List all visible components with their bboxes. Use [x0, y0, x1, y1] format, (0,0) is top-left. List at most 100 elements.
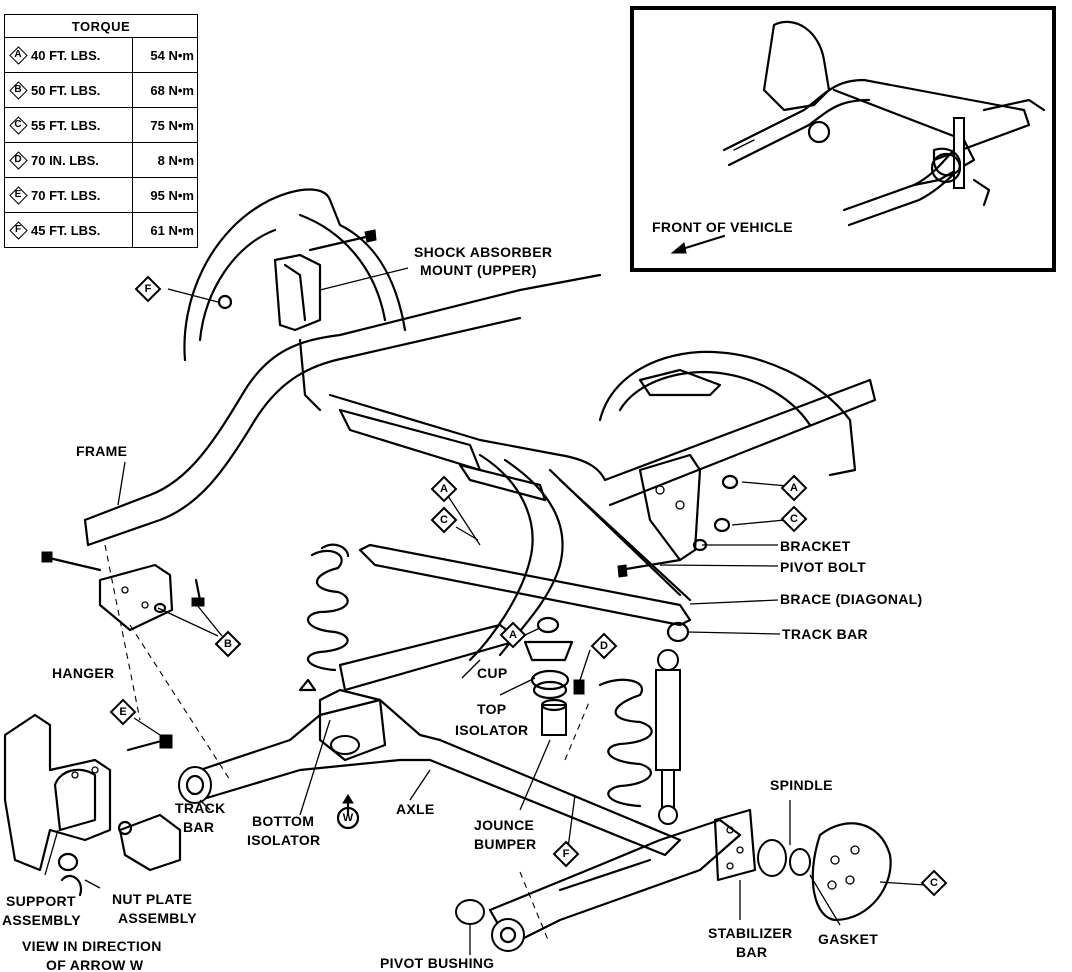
torque-row: D 70 IN. LBS. 8 N•m: [4, 142, 198, 178]
svg-text:A: A: [440, 483, 448, 495]
callout-e-hanger: E: [109, 698, 137, 726]
label-bottom-isolator-line2: ISOLATOR: [247, 832, 320, 848]
right-wheelhouse: [598, 350, 857, 477]
lower-control-arm: [455, 818, 742, 952]
frame-rails: [83, 273, 877, 692]
torque-row: C 55 FT. LBS. 75 N•m: [4, 107, 198, 143]
torque-value-metric: 95 N•m: [132, 177, 198, 213]
label-jounce-bumper-line2: BUMPER: [474, 836, 536, 852]
label-bottom-isolator-line1: BOTTOM: [252, 813, 314, 829]
svg-text:E: E: [119, 706, 126, 718]
label-pivot-bushing: PIVOT BUSHING: [380, 955, 494, 971]
label-bracket: BRACKET: [780, 538, 851, 554]
label-track-bar-right: TRACK BAR: [782, 626, 868, 642]
right-coil-spring: [598, 678, 653, 808]
arrow-w-indicator: W: [336, 794, 360, 830]
hanger-assembly: [41, 551, 205, 632]
label-track-bar-left-line1: TRACK: [175, 800, 226, 816]
svg-text:C: C: [930, 877, 938, 889]
torque-key-diamond: D: [10, 152, 26, 168]
callout-c-spindle: C: [920, 869, 948, 897]
label-support-assembly-line2: ASSEMBLY: [2, 912, 81, 928]
callout-c-brace-left: C: [430, 506, 458, 534]
torque-specification-table: TORQUE A 40 FT. LBS. 54 N•m B 50 FT. LBS…: [4, 14, 198, 248]
svg-text:C: C: [790, 513, 798, 525]
torque-key-diamond: C: [10, 117, 26, 133]
torque-value-imperial: 50 FT. LBS.: [29, 72, 133, 108]
label-shock-absorber-line2: MOUNT (UPPER): [420, 262, 537, 278]
svg-text:A: A: [509, 629, 517, 641]
label-support-assembly-line1: SUPPORT: [6, 893, 76, 909]
label-spindle: SPINDLE: [770, 777, 833, 793]
label-axle: AXLE: [396, 801, 435, 817]
label-track-bar-left-line2: BAR: [183, 819, 214, 835]
vehicle-orientation-inset: FRONT OF VEHICLE: [630, 6, 1056, 272]
left-wheelhouse: [183, 188, 407, 362]
torque-value-metric: 61 N•m: [132, 212, 198, 248]
callout-a-brace-left: A: [430, 475, 458, 503]
callout-b-hanger: B: [214, 630, 242, 658]
svg-text:F: F: [145, 283, 152, 295]
label-hanger: HANGER: [52, 665, 114, 681]
front-direction-arrow: [670, 234, 726, 254]
bracket-assembly: [617, 453, 739, 578]
label-stabilizer-bar-line2: BAR: [736, 944, 767, 960]
label-frame: FRAME: [76, 443, 127, 459]
label-view-direction-line1: VIEW IN DIRECTION: [22, 938, 162, 954]
torque-value-imperial: 70 FT. LBS.: [29, 177, 133, 213]
label-cup: CUP: [477, 665, 507, 681]
label-nut-plate-line2: ASSEMBLY: [118, 910, 197, 926]
callout-a-cup: A: [499, 621, 527, 649]
callout-a-bracket: A: [780, 474, 808, 502]
label-stabilizer-bar-line1: STABILIZER: [708, 925, 792, 941]
label-gasket: GASKET: [818, 931, 878, 947]
callout-c-bracket: C: [780, 505, 808, 533]
torque-key-diamond: F: [10, 222, 26, 238]
shock-absorber-mount-upper: [217, 229, 377, 332]
torque-value-imperial: 45 FT. LBS.: [29, 212, 133, 248]
torque-row: F 45 FT. LBS. 61 N•m: [4, 212, 198, 248]
svg-text:A: A: [790, 482, 798, 494]
inset-chassis: [722, 20, 1046, 227]
spindle-hub-assembly: [757, 822, 892, 922]
label-top-isolator-line2: ISOLATOR: [455, 722, 528, 738]
torque-value-metric: 54 N•m: [132, 37, 198, 73]
shock-absorber: [655, 621, 690, 825]
left-coil-spring: [307, 543, 350, 672]
callout-f-shock: F: [134, 275, 162, 303]
svg-text:C: C: [440, 514, 448, 526]
label-shock-absorber-line1: SHOCK ABSORBER: [414, 244, 552, 260]
label-top-isolator-line1: TOP: [477, 701, 506, 717]
label-jounce-bumper-line1: JOUNCE: [474, 817, 534, 833]
torque-row: B 50 FT. LBS. 68 N•m: [4, 72, 198, 108]
stabilizer-bar-bracket: [713, 808, 757, 882]
torque-value-metric: 68 N•m: [132, 72, 198, 108]
torque-key-diamond: E: [10, 187, 26, 203]
torque-value-imperial: 40 FT. LBS.: [29, 37, 133, 73]
svg-text:F: F: [563, 848, 570, 860]
torque-row: E 70 FT. LBS. 95 N•m: [4, 177, 198, 213]
torque-value-imperial: 70 IN. LBS.: [29, 142, 133, 178]
leader-lines: [44, 267, 926, 955]
torque-value-metric: 75 N•m: [132, 107, 198, 143]
svg-text:D: D: [600, 640, 608, 652]
torque-key-diamond: B: [10, 82, 26, 98]
svg-text:B: B: [224, 638, 232, 650]
torque-value-imperial: 55 FT. LBS.: [29, 107, 133, 143]
torque-value-metric: 8 N•m: [132, 142, 198, 178]
label-view-direction-line2: OF ARROW W: [46, 957, 144, 972]
inset-caption-front-of-vehicle: FRONT OF VEHICLE: [652, 219, 793, 235]
axle-assembly: [178, 678, 682, 857]
support-assembly-detail: [3, 713, 182, 897]
torque-row: A 40 FT. LBS. 54 N•m: [4, 37, 198, 73]
torque-key-diamond: A: [10, 47, 26, 63]
label-nut-plate-line1: NUT PLATE: [112, 891, 192, 907]
torque-table-header: TORQUE: [4, 14, 198, 38]
cup-isolator-bumper-stack: [523, 616, 585, 736]
callout-d-cup: D: [590, 632, 618, 660]
label-brace-diagonal: BRACE (DIAGONAL): [780, 591, 922, 607]
inset-frame-drawing: FRONT OF VEHICLE: [652, 20, 1046, 254]
arrow-w-letter: W: [343, 812, 354, 824]
label-pivot-bolt: PIVOT BOLT: [780, 559, 866, 575]
